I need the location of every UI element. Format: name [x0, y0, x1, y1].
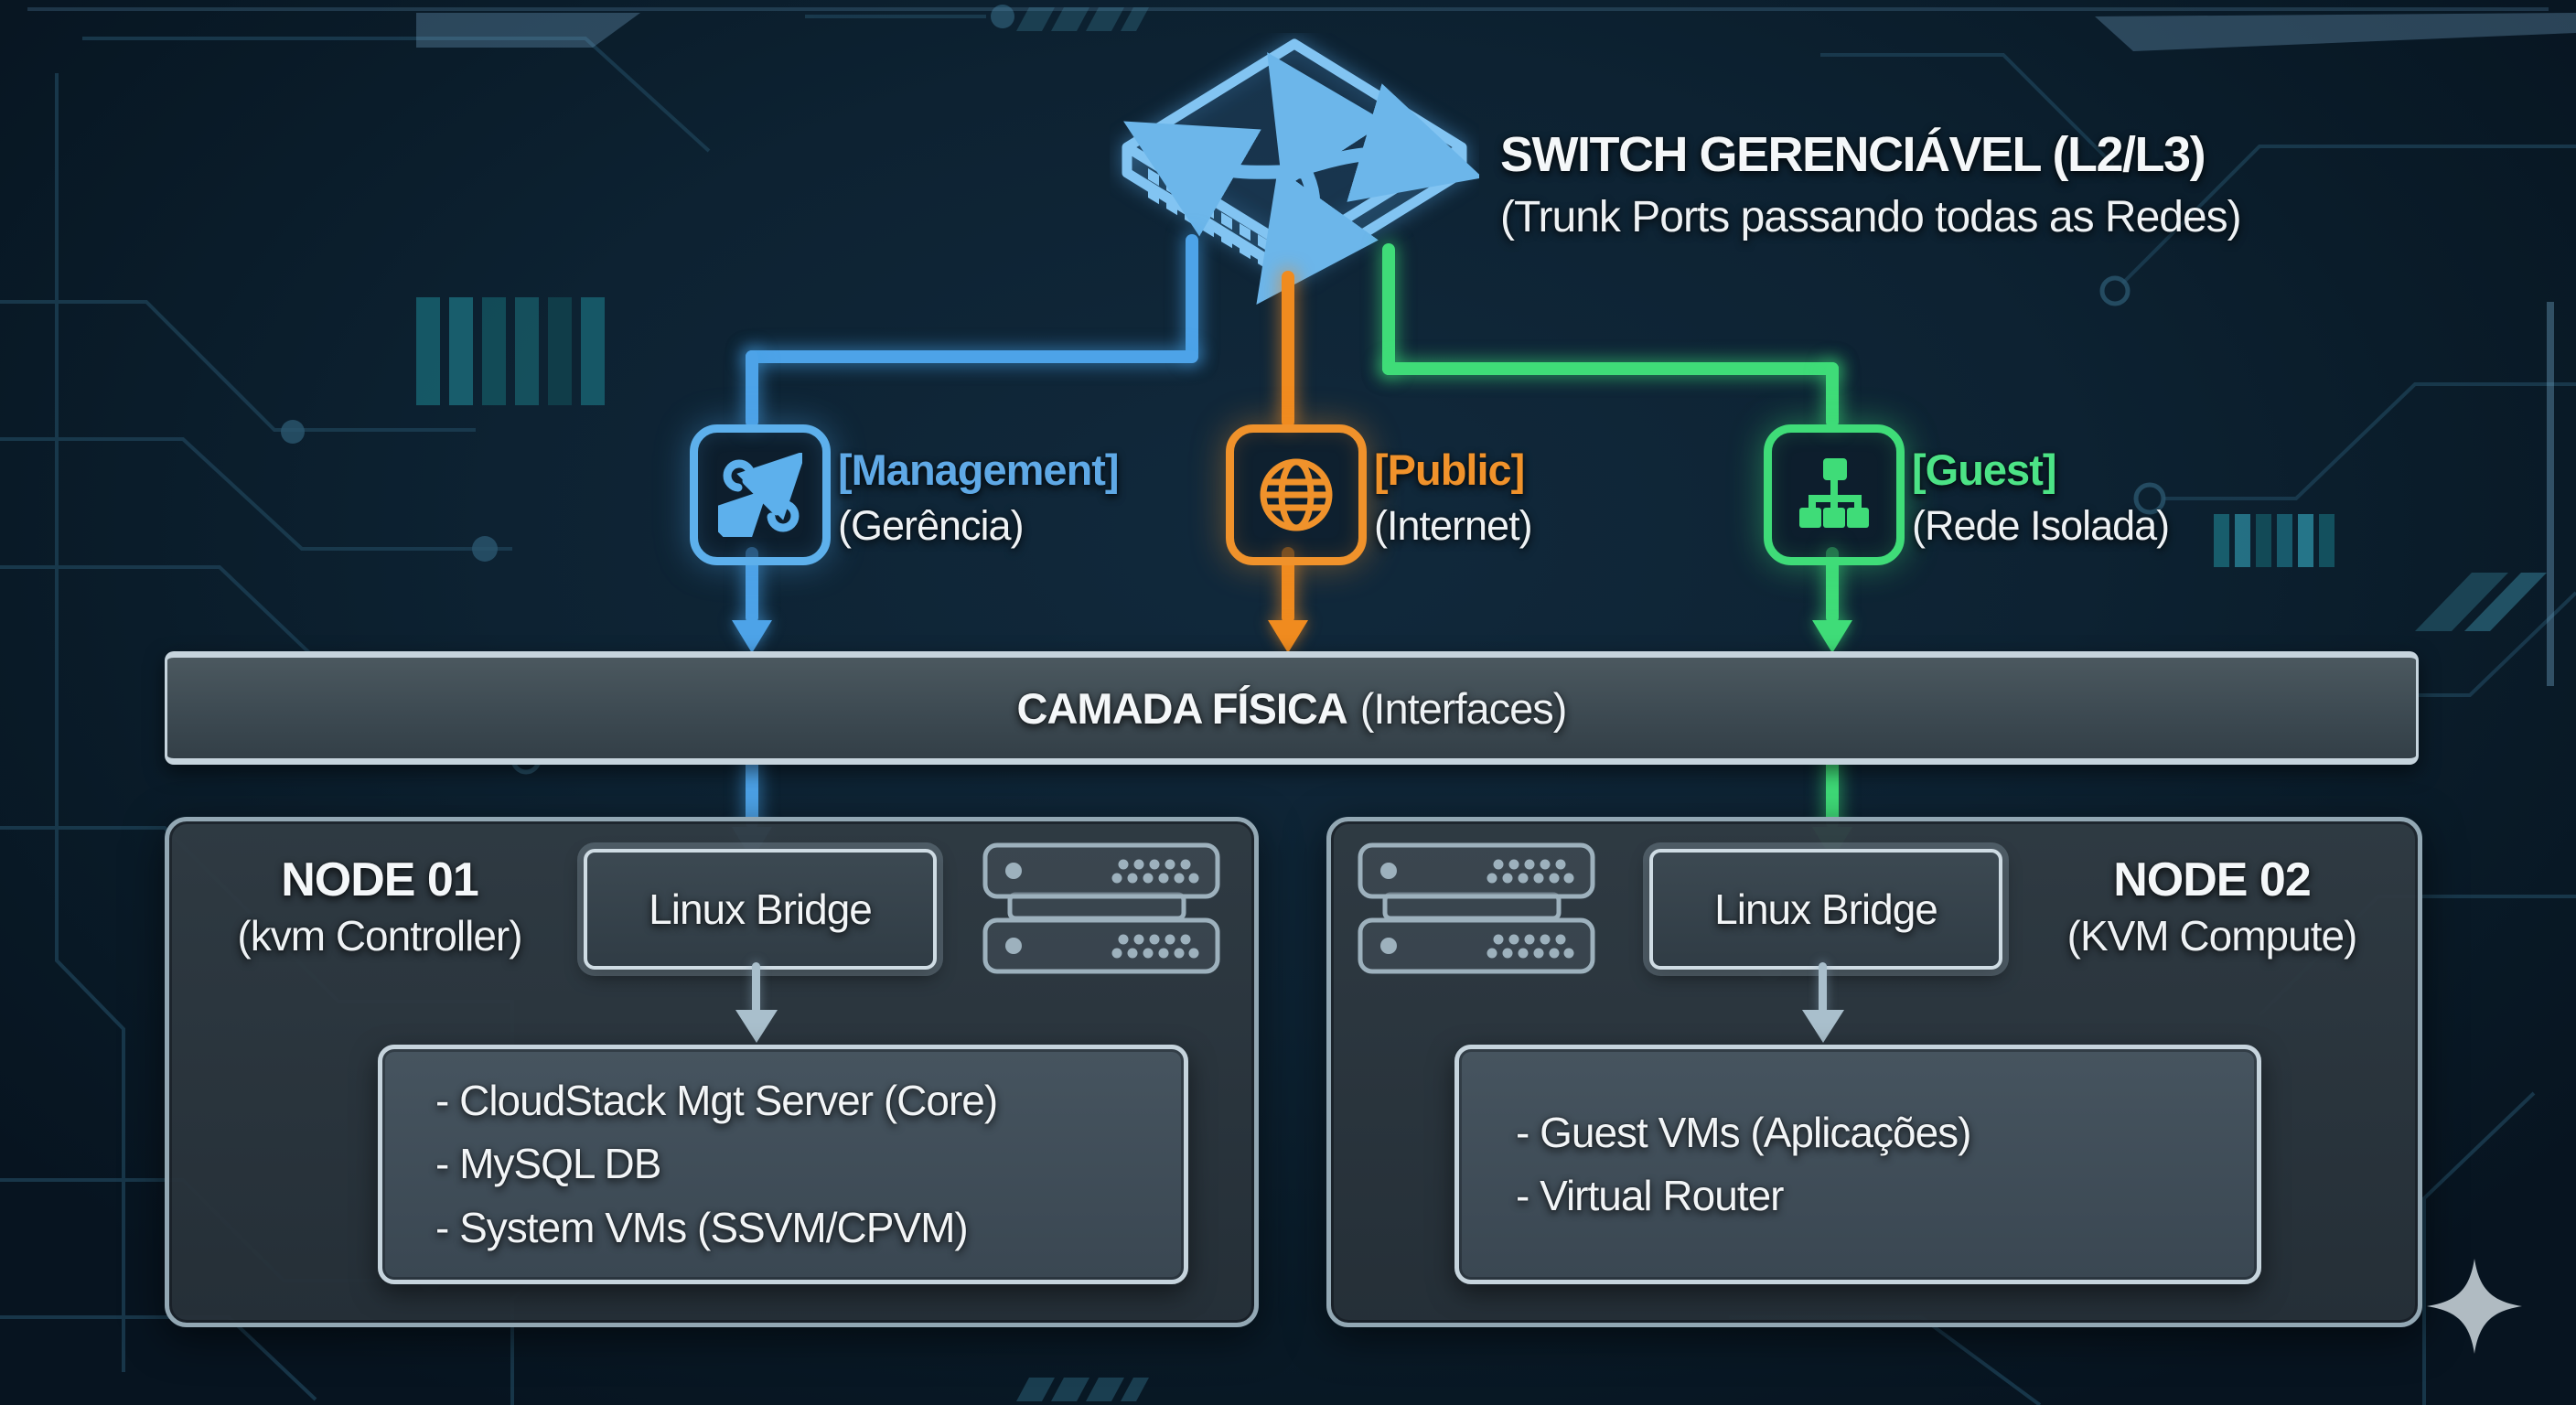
public-sublabel: (Internet) [1374, 502, 1533, 549]
node2-title-block: NODE 02 (KVM Compute) [2002, 853, 2422, 960]
network-tree-icon [1799, 458, 1869, 528]
guest-line-to-icon [1826, 362, 1839, 428]
guest-line-horizontal [1382, 362, 1839, 375]
node1-item: - CloudStack Mgt Server (Core) [435, 1077, 998, 1125]
public-icon-card [1226, 424, 1367, 565]
guest-arrowhead-bar [1812, 620, 1852, 653]
node2-item: - Guest VMs (Aplicações) [1516, 1108, 1971, 1156]
guest-label: [Guest] [1912, 445, 2057, 494]
node1-item: - System VMs (SSVM/CPVM) [435, 1203, 969, 1251]
management-label: [Management] [838, 445, 1120, 494]
hazard-stripes-bottom [1016, 1378, 1149, 1401]
public-label: [Public] [1374, 445, 1525, 494]
node2-item: - Virtual Router [1516, 1172, 1785, 1219]
node1-bridge-arrowhead [735, 1010, 778, 1043]
management-line-to-node1 [746, 750, 758, 829]
node2-bridge-arrowhead [1802, 1010, 1844, 1043]
guest-line-to-bar [1826, 547, 1839, 624]
management-line-to-icon [746, 350, 758, 428]
switch-icon [1122, 38, 1479, 306]
public-label-block: [Public] (Internet) [1374, 445, 1533, 550]
teal-bars-left [416, 297, 605, 405]
node1-title-block: NODE 01 (kvm Controller) [169, 853, 590, 960]
guest-sublabel: (Rede Isolada) [1912, 502, 2170, 549]
management-sublabel: (Gerência) [838, 502, 1025, 549]
node1-name: NODE 01 [281, 853, 479, 906]
physical-layer-title: CAMADA FÍSICA [1016, 683, 1348, 733]
node2-linux-bridge: Linux Bridge [1649, 849, 2002, 970]
sparkle-icon [2427, 1259, 2522, 1354]
node1-server-rack-icon [982, 842, 1220, 974]
switch-subtitle: (Trunk Ports passando todas as Redes) [1500, 193, 2242, 241]
node1-item: - MySQL DB [435, 1140, 661, 1188]
management-arrowhead-bar [732, 620, 772, 653]
node2-services-box: - Guest VMs (Aplicações) - Virtual Route… [1454, 1045, 2261, 1284]
node1-role: (kvm Controller) [237, 912, 522, 960]
physical-layer-subtitle: (Interfaces) [1359, 683, 1568, 733]
guest-label-block: [Guest] (Rede Isolada) [1912, 445, 2170, 550]
switch-title-block: SWITCH GERENCIÁVEL (L2/L3) (Trunk Ports … [1500, 126, 2242, 242]
management-line-to-bar [746, 547, 758, 624]
management-label-block: [Management] (Gerência) [838, 445, 1120, 550]
teal-bars-right [2214, 514, 2334, 567]
guest-icon-card [1764, 424, 1905, 565]
node1-services-box: - CloudStack Mgt Server (Core) - MySQL D… [378, 1045, 1188, 1284]
node2-bridge-label: Linux Bridge [1714, 885, 1938, 933]
node2-role: (KVM Compute) [2066, 912, 2358, 960]
node2-server-rack-icon [1358, 842, 1595, 974]
node2-name: NODE 02 [2113, 853, 2312, 906]
management-icon-card [690, 424, 831, 565]
node2-bridge-arrow-line [1819, 962, 1827, 1014]
guest-line-to-node2 [1826, 750, 1839, 829]
node1-bridge-label: Linux Bridge [649, 885, 873, 933]
management-line-from-switch [1186, 234, 1198, 360]
crossed-tools-icon [718, 453, 802, 537]
public-line-from-switch [1282, 271, 1294, 428]
node1-bridge-arrow-line [752, 962, 760, 1014]
switch-title: SWITCH GERENCIÁVEL (L2/L3) [1500, 127, 2206, 182]
physical-layer-bar: CAMADA FÍSICA (Interfaces) [165, 651, 2419, 765]
globe-icon [1260, 458, 1333, 531]
hazard-stripes-top [1016, 7, 1149, 31]
guest-line-from-switch [1382, 243, 1395, 375]
public-arrowhead-bar [1268, 620, 1308, 653]
node1-linux-bridge: Linux Bridge [584, 849, 937, 970]
public-line-to-bar [1282, 547, 1294, 624]
management-line-horizontal [746, 350, 1198, 363]
